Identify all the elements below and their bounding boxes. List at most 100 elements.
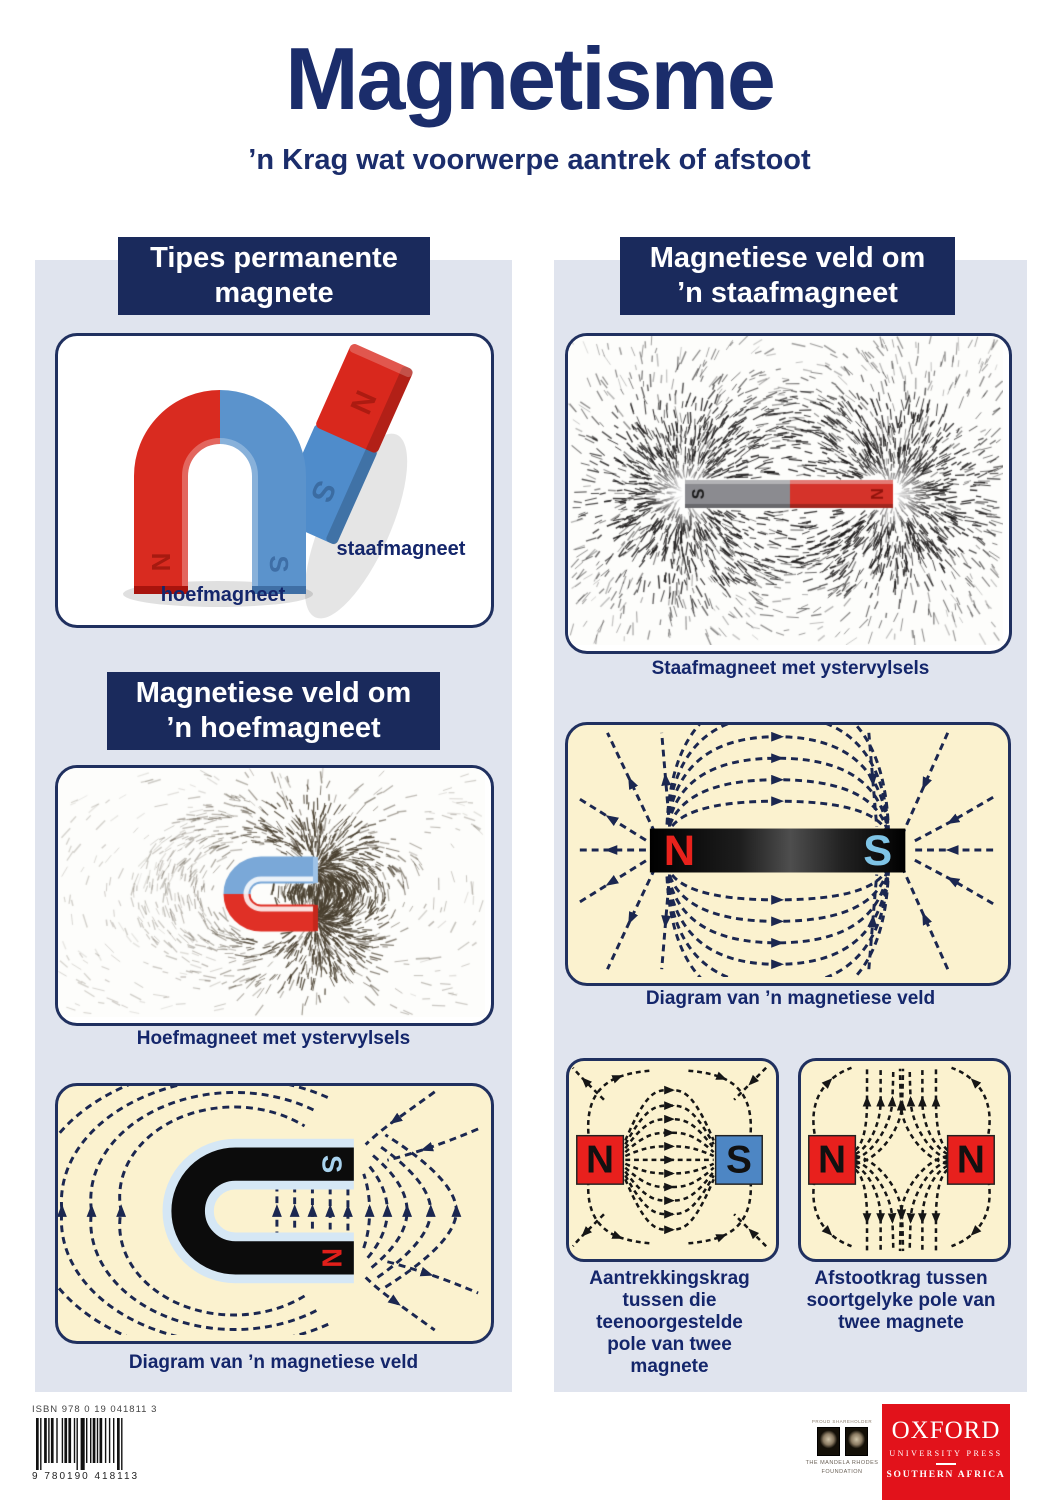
field-line (951, 1066, 991, 1134)
bar-field-svg: N S (576, 725, 994, 977)
shareholder-tagline: PROUD SHAREHOLDER (811, 1419, 873, 1424)
field-line (624, 1085, 715, 1142)
field-line (116, 1105, 306, 1317)
oxford-university-press: UNIVERSITY PRESS (889, 1449, 1003, 1458)
field-line (951, 1180, 991, 1248)
field-line (624, 1114, 715, 1150)
header-line: ’n staafmagneet (677, 277, 898, 309)
header-line: magnete (214, 277, 334, 309)
field-line (733, 1066, 768, 1101)
field-line (364, 1276, 436, 1332)
field-line (911, 857, 994, 906)
field-line (854, 1168, 872, 1252)
caption-horseshoe-diagram: Diagram van ’n magnetiese veld (128, 1352, 419, 1373)
field-line (854, 1068, 897, 1161)
photo-bar-filings (565, 333, 1012, 654)
pole-letter-n: N (818, 1138, 846, 1181)
pole-letter-s: S (317, 1155, 348, 1173)
horseshoe-field-svg: S N (58, 1086, 479, 1335)
mandela-rhodes-logo: PROUD SHAREHOLDER THE MANDELA RHODES FOU… (797, 1419, 887, 1477)
field-line (576, 796, 647, 842)
foundation-name: THE MANDELA RHODES FOUNDATION (805, 1460, 879, 1475)
caption-bar-photo: Staafmagneet met ystervylsels (651, 658, 930, 679)
field-line (867, 732, 879, 827)
pole-letter-s: S (264, 555, 294, 572)
field-line (586, 1180, 651, 1245)
diagram-bar-field: N S (565, 722, 1011, 986)
field-line (376, 1143, 436, 1279)
field-line (606, 732, 657, 834)
barcode-bars (36, 1418, 123, 1470)
field-line (665, 796, 890, 837)
field-line (733, 1213, 768, 1248)
repulsion-field-svg: N N (808, 1066, 995, 1252)
oxford-university-press-logo: OXFORD UNIVERSITY PRESS SOUTHERN AFRICA (882, 1404, 1010, 1500)
field-line (624, 1178, 715, 1235)
field-line (660, 874, 672, 970)
bar-magnet-diagram (649, 828, 906, 873)
north-pole-square (808, 1134, 857, 1185)
isbn-barcode-block: ISBN 978 0 19 041811 3 9 780190 418113 (32, 1404, 157, 1482)
field-line (665, 753, 891, 837)
diagram-repulsion: N N (798, 1058, 1011, 1262)
field-line (812, 1180, 852, 1248)
magnets-illustration: N S N S (123, 343, 413, 619)
field-line (906, 1159, 949, 1252)
field-line (896, 1068, 948, 1166)
header-line: Magnetiese veld om (649, 242, 926, 274)
field-line (364, 1090, 436, 1146)
field-line (586, 1069, 651, 1134)
header-line: ’n hoefmagneet (166, 712, 381, 744)
horseshoe-magnet-diagram: S N (162, 1138, 354, 1284)
field-line (665, 864, 891, 948)
field-line (665, 864, 891, 970)
pole-letter-n: N (586, 1138, 614, 1181)
caption-horseshoe-photo: Hoefmagneet met ystervylsels (136, 1028, 411, 1049)
field-line (854, 1068, 872, 1152)
field-line (931, 1168, 949, 1252)
field-line (665, 864, 890, 905)
north-pole-square (576, 1134, 625, 1185)
field-line (384, 1133, 462, 1289)
photo-permanent-magnets: N S N S hoefmagneet staafmagneet (55, 333, 494, 628)
header-horseshoe-field: Magnetiese veld om ’n hoefmagneet (107, 672, 440, 750)
field-line (665, 864, 891, 927)
field-line (370, 1153, 413, 1269)
photo-horseshoe-filings (55, 765, 494, 1026)
field-line (624, 1166, 715, 1192)
attraction-field-svg: N S (571, 1066, 768, 1248)
field-line (665, 725, 891, 837)
field-line (576, 859, 647, 905)
field-line (901, 867, 950, 970)
field-line (571, 1066, 605, 1101)
field-line (624, 1101, 715, 1146)
poster-subtitle: ’n Krag wat voorwerpe aantrek of afstoot (248, 144, 811, 176)
bar-shadow (304, 433, 408, 619)
field-line (896, 1154, 948, 1252)
field-line (387, 1127, 479, 1162)
field-line (624, 1141, 715, 1158)
field-line (624, 1174, 715, 1219)
field-line (624, 1128, 715, 1154)
field-line (624, 1162, 715, 1178)
portrait-icon (844, 1427, 868, 1456)
label-bar-magnet: staafmagneet (336, 538, 466, 560)
barcode-digits: 9 780190 418113 (32, 1471, 140, 1482)
field-line (665, 864, 891, 977)
portrait-icon (816, 1427, 840, 1456)
field-line (911, 796, 994, 844)
field-line (606, 867, 657, 970)
field-line (665, 725, 891, 837)
field-line (688, 1069, 753, 1134)
field-line (362, 1173, 375, 1249)
south-pole-square (714, 1134, 763, 1185)
isbn-label: ISBN 978 0 19 041811 3 (32, 1404, 158, 1415)
diagram-attraction: N S (566, 1058, 779, 1262)
oxford-divider (936, 1463, 956, 1465)
pole-letter-n: N (957, 1138, 985, 1181)
field-line (901, 732, 950, 835)
oxford-southern-africa: SOUTHERN AFRICA (886, 1470, 1006, 1480)
label-horseshoe-magnet: hoefmagneet (160, 584, 286, 606)
oxford-wordmark: OXFORD (891, 1417, 1001, 1444)
